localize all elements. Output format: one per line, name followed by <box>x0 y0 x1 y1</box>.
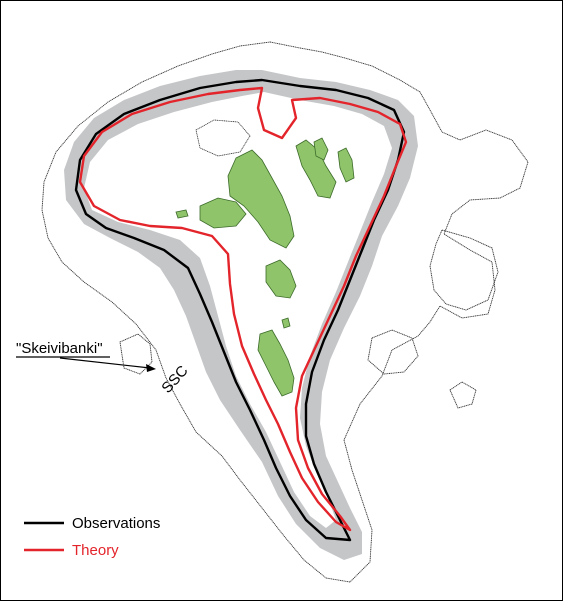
legend: Observations Theory <box>24 515 160 559</box>
island-skuvoy <box>281 317 291 329</box>
island-eysturoy <box>295 139 337 199</box>
observations-contour <box>74 78 406 542</box>
island-mykines <box>175 209 189 219</box>
skeivibanki-pointer <box>59 357 151 369</box>
island-kalsoy <box>337 147 355 183</box>
skeivibanki-arrowhead <box>146 364 156 372</box>
east-bank-contour <box>429 229 499 311</box>
skeivibanki-contour <box>119 333 153 375</box>
legend-observations-label: Observations <box>72 515 160 532</box>
southeast-islet-contour <box>449 381 477 409</box>
island-sandoy <box>265 259 297 299</box>
island-suduroy <box>257 329 295 397</box>
inner-shelf <box>84 92 392 528</box>
legend-theory-label: Theory <box>72 542 119 559</box>
island-bordoy <box>313 137 329 161</box>
east-small-bank-contour <box>367 329 419 375</box>
island-streymoy <box>227 149 295 249</box>
north-inner-contour <box>195 119 251 157</box>
island-vagar <box>199 197 247 229</box>
theory-contour <box>78 86 408 532</box>
ssc-label: SSC <box>158 362 191 396</box>
outer-depth-contour <box>41 41 529 583</box>
skeivibanki-label: "Skeivibanki" <box>16 340 103 357</box>
